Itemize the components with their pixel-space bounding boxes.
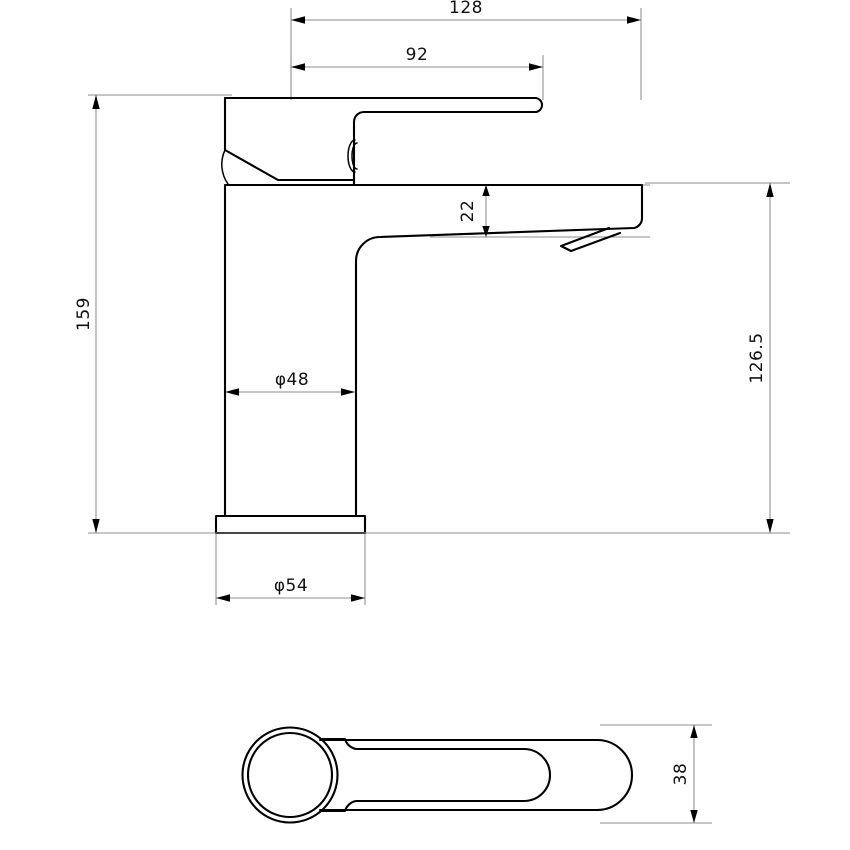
faucet-body-and-spout: [223, 183, 644, 518]
dimension-overall-spout-reach: 128: [290, 0, 642, 100]
base-plate: [214, 514, 367, 535]
plan-spout-outer-footprint: [318, 738, 633, 812]
dimension-label-22: 22: [458, 200, 478, 223]
view-front-elevation: [88, 96, 790, 535]
dimension-label-38: 38: [671, 763, 691, 786]
dimension-label-159: 159: [74, 297, 94, 331]
dimension-base-diameter: φ54: [215, 520, 366, 605]
handle-lever: [223, 96, 544, 187]
dimension-body-diameter: φ48: [225, 370, 355, 396]
spout-aerator-detail: [559, 226, 622, 253]
dimension-label-126-5: 126.5: [747, 332, 767, 383]
dimension-overall-height: 159: [74, 94, 232, 534]
handle-pivot-detail-inner: [351, 142, 358, 170]
dimension-label-128: 128: [449, 0, 483, 18]
plan-spout-inner-footprint: [320, 737, 552, 813]
handle-pivot-detail: [347, 139, 356, 173]
dimension-label-92: 92: [406, 45, 429, 65]
dimension-plan-width: 38: [600, 724, 712, 824]
handle-angle-arc: [221, 149, 229, 185]
plan-base-outer-circle: [241, 726, 339, 824]
dimension-label-d54: φ54: [274, 576, 308, 596]
dimension-handle-reach: 92: [290, 45, 544, 100]
handle-body: [223, 96, 356, 187]
view-bottom-plan: [241, 726, 633, 824]
plan-base-inner-circle: [246, 731, 334, 819]
dimension-label-d48: φ48: [275, 370, 309, 390]
dimension-spout-height: 126.5: [645, 182, 790, 534]
